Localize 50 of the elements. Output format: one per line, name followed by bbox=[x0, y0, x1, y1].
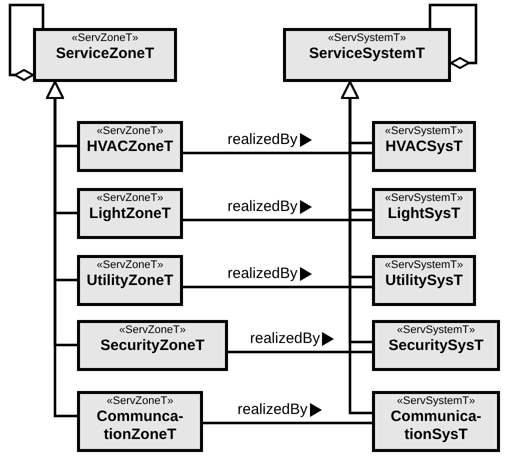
aggregation-loop bbox=[8, 4, 44, 81]
class-name: SecuritySysT bbox=[388, 337, 484, 355]
association-line bbox=[183, 152, 372, 154]
class-box bbox=[283, 28, 451, 82]
class-name: Communca-tionZoneT bbox=[96, 408, 184, 444]
edge-label: realizedBy bbox=[228, 198, 298, 215]
edge-label: realizedBy bbox=[228, 265, 298, 282]
class-name: LightZoneT bbox=[89, 205, 171, 223]
association-line bbox=[228, 350, 372, 354]
generalization-arrow bbox=[46, 81, 77, 418]
generalization-arrow bbox=[341, 81, 372, 414]
class-box bbox=[372, 121, 476, 172]
stereotype-label: «ServZoneT» bbox=[96, 259, 164, 272]
class-name: LightSysT bbox=[388, 205, 460, 223]
stereotype-label: «ServZoneT» bbox=[96, 192, 164, 205]
stereotype-label: «ServSystemT» bbox=[384, 259, 464, 272]
stereotype-label: «ServZoneT» bbox=[72, 32, 138, 45]
stereotype-label: «ServSystemT» bbox=[396, 324, 476, 337]
stereotype-label: «ServSystemT» bbox=[384, 192, 464, 205]
association-line bbox=[203, 422, 372, 424]
class-box bbox=[77, 320, 228, 371]
association-line bbox=[183, 286, 372, 288]
class-name: Communica-tionSysT bbox=[390, 408, 482, 444]
class-box bbox=[372, 391, 500, 452]
class-box bbox=[372, 188, 476, 239]
class-box bbox=[77, 391, 203, 452]
class-box bbox=[77, 255, 183, 306]
class-box bbox=[372, 255, 476, 306]
class-box bbox=[77, 188, 183, 239]
class-name: UtilitySysT bbox=[385, 272, 463, 290]
stereotype-label: «ServZoneT» bbox=[119, 324, 186, 337]
class-name: ServiceSystemT bbox=[309, 45, 425, 63]
class-name: SecurityZoneT bbox=[100, 337, 205, 355]
class-box bbox=[77, 121, 183, 172]
edge-label: realizedBy bbox=[238, 401, 308, 418]
stereotype-label: «ServSystemT» bbox=[396, 395, 476, 408]
class-name: HVACSysT bbox=[385, 138, 463, 156]
stereotype-label: «ServSystemT» bbox=[328, 32, 406, 45]
association-line bbox=[183, 218, 372, 222]
class-box bbox=[372, 320, 500, 371]
stereotype-label: «ServZoneT» bbox=[96, 125, 164, 138]
aggregation-loop bbox=[428, 4, 478, 69]
edge-label: realizedBy bbox=[228, 131, 298, 148]
class-name: HVACZoneT bbox=[86, 138, 174, 156]
stereotype-label: «ServZoneT» bbox=[106, 395, 174, 408]
edge-label: realizedBy bbox=[250, 330, 320, 347]
class-box bbox=[33, 28, 177, 82]
class-name: ServiceZoneT bbox=[56, 45, 154, 63]
stereotype-label: «ServSystemT» bbox=[384, 125, 464, 138]
class-name: UtilityZoneT bbox=[86, 272, 174, 290]
